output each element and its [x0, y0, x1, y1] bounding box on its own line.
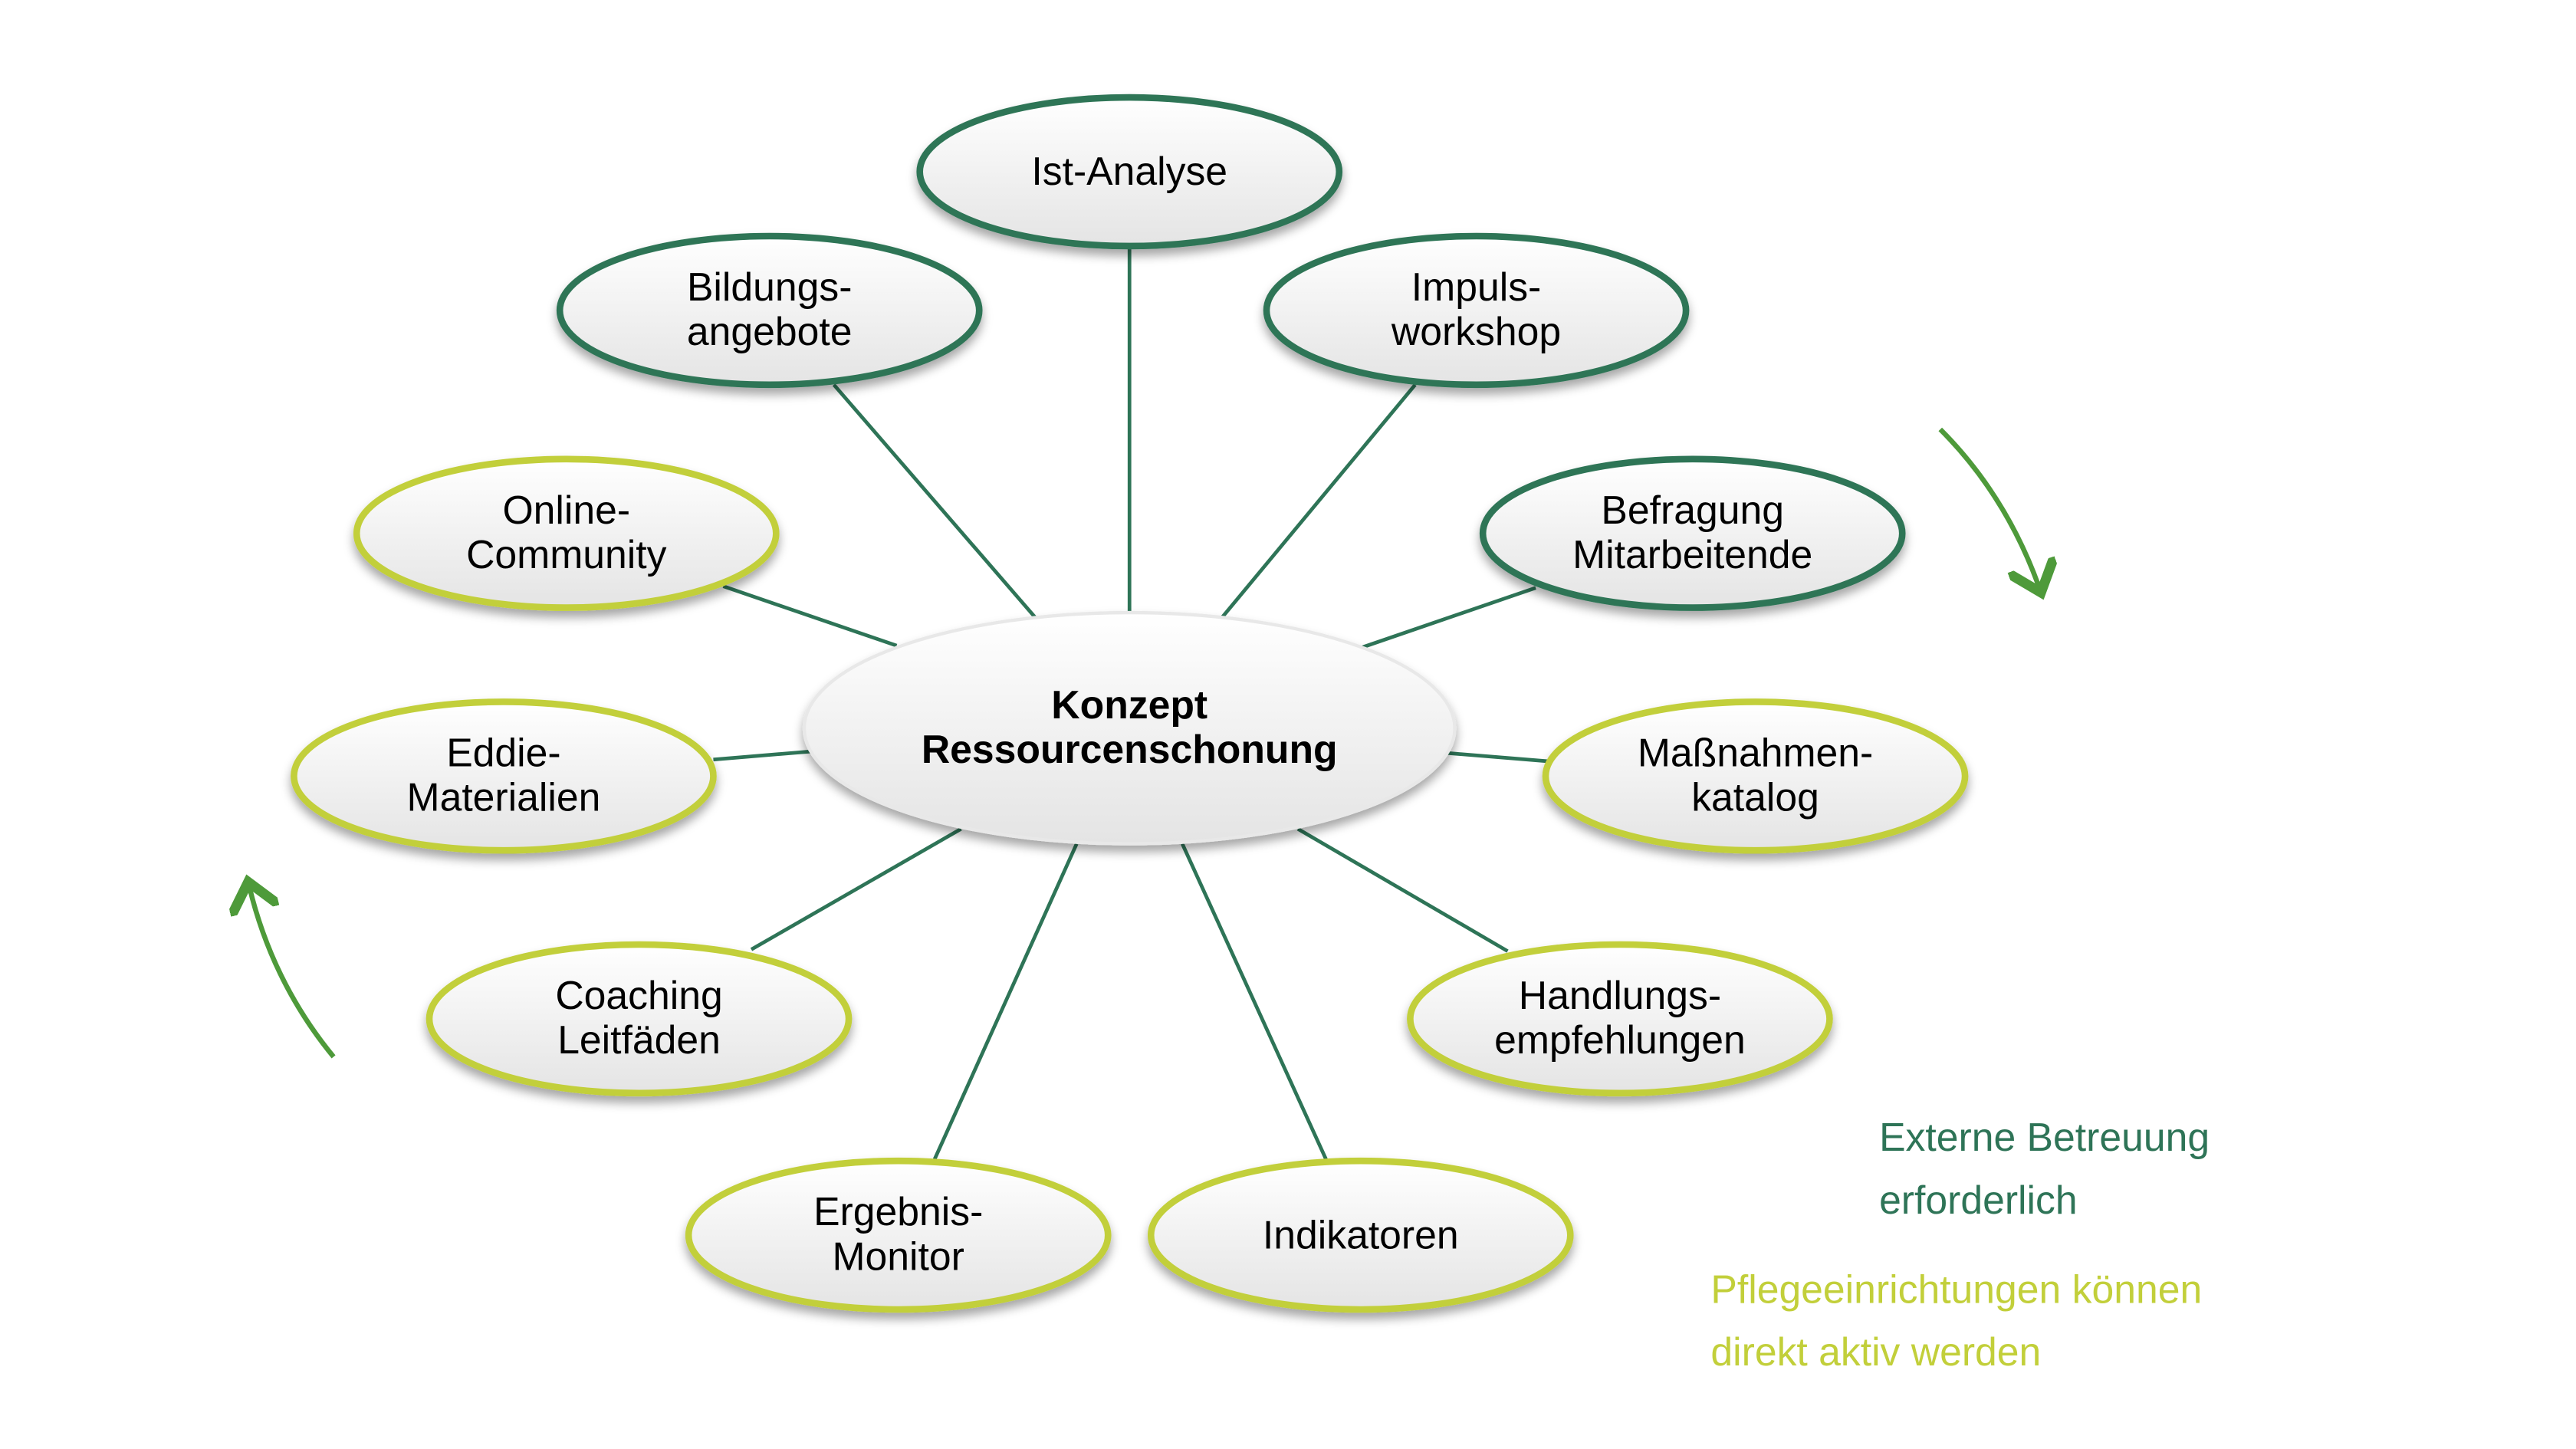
node-label: workshop: [1391, 309, 1561, 353]
connectors: [713, 248, 1548, 1160]
clockwise-arrow-left-icon: [249, 887, 336, 1059]
node-label: Eddie-: [446, 730, 560, 774]
node-label: empfehlungen: [1494, 1017, 1746, 1062]
node-ergebnis: Ergebnis- Monitor: [685, 1157, 1112, 1313]
node-handlung: Handlungs- empfehlungen: [1407, 941, 1833, 1097]
node-label: Mitarbeitende: [1572, 532, 1812, 577]
node-label: Befragung: [1601, 488, 1784, 532]
connector-impulsworkshop: [1221, 383, 1417, 619]
node-label: Leitfäden: [557, 1017, 721, 1062]
node-online-community: Online- Community: [353, 455, 780, 611]
node-label: Indikatoren: [1263, 1212, 1459, 1257]
node-label: Online-: [502, 488, 630, 532]
connector-handlung: [1296, 827, 1509, 953]
node-coaching: Coaching Leitfäden: [426, 941, 853, 1097]
node-label: Ergebnis-: [813, 1189, 983, 1234]
node-label: Materialien: [407, 775, 601, 820]
legend-direct-line2: direkt aktiv werden: [1710, 1329, 2041, 1374]
node-label: Impuls-: [1411, 264, 1541, 309]
connector-ergebnis: [932, 843, 1079, 1160]
connector-massnahmen: [1446, 751, 1548, 764]
node-label: Handlungs-: [1519, 973, 1721, 1017]
node-label: Community: [466, 532, 667, 577]
legend-direct-line1: Pflegeeinrichtungen können: [1710, 1267, 2202, 1311]
connector-befragung: [1362, 586, 1536, 649]
node-ist-analyse: Ist-Analyse: [916, 94, 1343, 250]
node-label: Ist-Analyse: [1031, 149, 1227, 193]
connector-bildungsangebote: [832, 383, 1037, 619]
connector-eddie: [713, 749, 813, 762]
legend-external-line2: erforderlich: [1879, 1178, 2078, 1222]
connector-indikatoren: [1180, 843, 1328, 1160]
node-label: Monitor: [833, 1234, 964, 1278]
node-label: angebote: [687, 309, 853, 353]
node-label: Maßnahmen-: [1638, 730, 1873, 774]
connector-online-community: [722, 584, 898, 648]
node-label: katalog: [1691, 775, 1819, 820]
center-title-line1: Konzept: [1051, 682, 1208, 727]
node-impulsworkshop: Impuls- workshop: [1263, 232, 1690, 389]
center-node: Konzept Ressourcenschonung: [802, 610, 1457, 846]
node-label: Coaching: [555, 973, 722, 1017]
node-eddie: Eddie- Materialien: [291, 698, 717, 854]
clockwise-arrow-right-icon: [1938, 427, 2039, 588]
node-label: Bildungs-: [687, 264, 852, 309]
legend-external-line1: Externe Betreuung: [1879, 1115, 2210, 1159]
legend: Externe Betreuung erforderlich Pflegeein…: [1710, 1115, 2210, 1374]
node-bildungsangebote: Bildungs- angebote: [556, 232, 983, 389]
node-indikatoren: Indikatoren: [1147, 1157, 1574, 1313]
center-title-line2: Ressourcenschonung: [922, 727, 1338, 771]
connector-coaching: [750, 827, 962, 951]
node-befragung: Befragung Mitarbeitende: [1479, 455, 1906, 611]
node-massnahmen: Maßnahmen- katalog: [1542, 698, 1969, 854]
